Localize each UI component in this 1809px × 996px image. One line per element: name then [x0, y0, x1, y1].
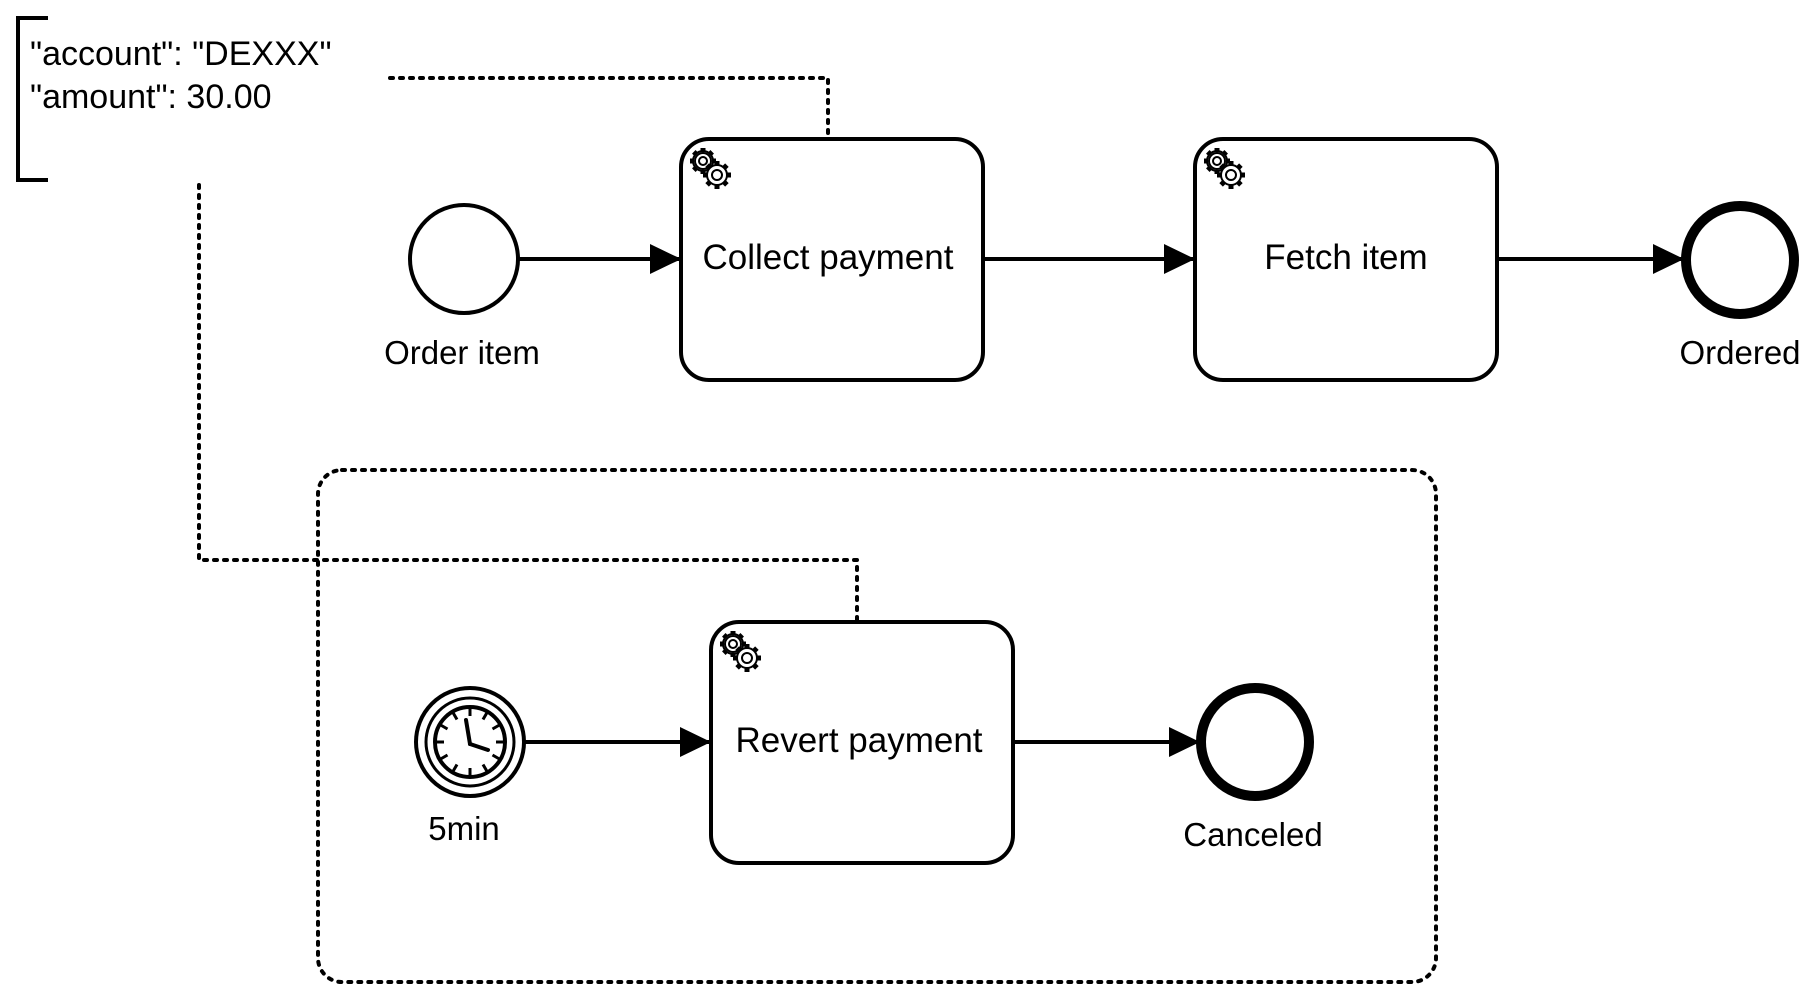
arrowhead — [1164, 244, 1195, 274]
end-event-ordered-label: Ordered — [1679, 334, 1800, 371]
event-subprocess[interactable] — [316, 468, 1438, 984]
annotation-line-account: "account": "DEXXX" — [30, 35, 332, 73]
end-event-canceled[interactable] — [1196, 683, 1314, 801]
annotation-bracket — [16, 16, 48, 182]
end-event-ordered[interactable] — [1681, 201, 1799, 319]
arrowhead — [680, 727, 711, 757]
start-event-order-item[interactable] — [408, 203, 520, 315]
timer-start-event-label: 5min — [428, 810, 500, 847]
task-fetch-item-label: Fetch item — [1264, 238, 1427, 277]
association-to-collect-payment — [388, 76, 830, 140]
task-collect-payment-label: Collect payment — [703, 238, 954, 277]
annotation-line-amount: "amount": 30.00 — [30, 78, 272, 116]
task-revert-payment-label: Revert payment — [735, 721, 982, 760]
arrowhead — [650, 244, 681, 274]
start-event-label: Order item — [384, 334, 540, 371]
arrowhead — [1653, 244, 1684, 274]
arrowhead — [1169, 727, 1200, 757]
association-to-revert-payment — [197, 183, 859, 622]
clock-icon — [433, 705, 507, 779]
end-event-canceled-label: Canceled — [1183, 816, 1322, 853]
